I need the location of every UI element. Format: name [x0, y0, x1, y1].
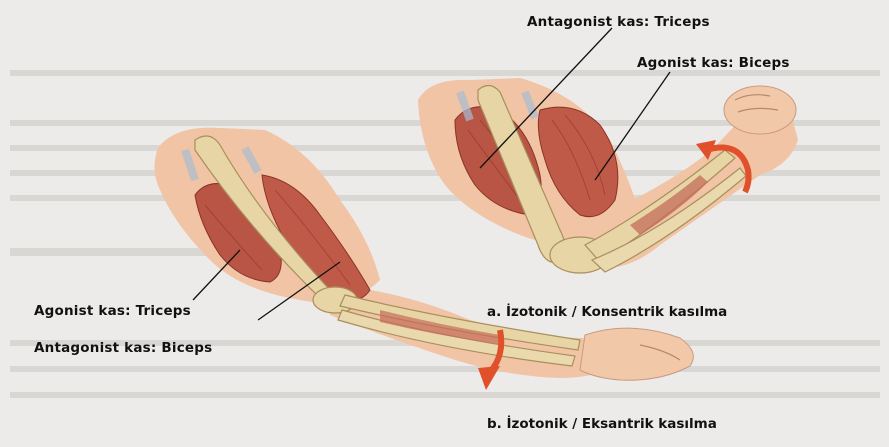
- label-top-agonist: Agonist kas: Biceps: [637, 55, 790, 71]
- label-bottom-antagonist: Antagonist kas: Biceps: [34, 340, 212, 356]
- label-bottom-agonist: Agonist kas: Triceps: [34, 303, 191, 319]
- caption-a: a. İzotonik / Konsentrik kasılma: [487, 304, 727, 320]
- label-top-antagonist: Antagonist kas: Triceps: [527, 14, 710, 30]
- arm-a-illustration: [418, 78, 798, 273]
- hand-b: [580, 328, 693, 380]
- caption-b: b. İzotonik / Eksantrik kasılma: [487, 416, 717, 432]
